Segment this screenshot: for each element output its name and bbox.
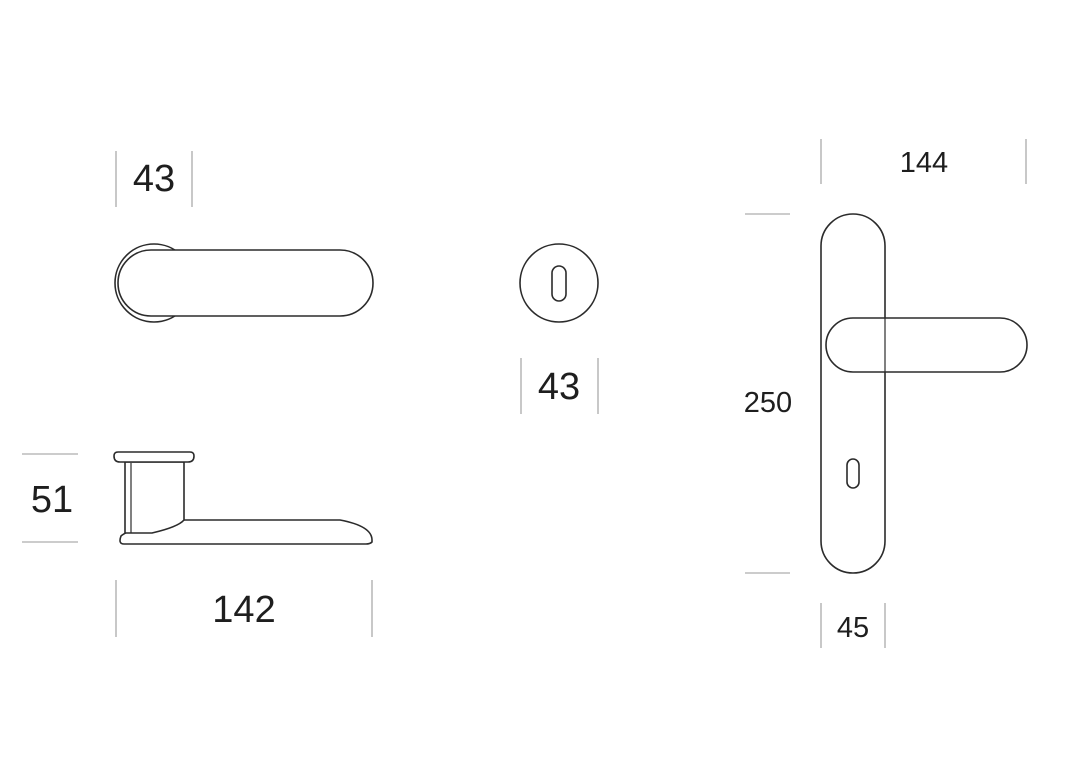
escutcheon-diameter-dimension: 43	[538, 366, 580, 408]
projection-dimension: 144	[900, 147, 948, 179]
keyhole-icon	[551, 265, 567, 302]
backplate-keyhole-icon	[846, 458, 860, 489]
lever-grip-front	[825, 317, 1028, 373]
backplate	[820, 213, 886, 574]
lever-length-dimension: 142	[212, 589, 275, 631]
lever-side-view: 51 142	[22, 451, 373, 637]
key-escutcheon: 43	[519, 243, 599, 414]
lever-grip-top	[117, 249, 374, 317]
plate-height-dimension: 250	[744, 387, 792, 419]
backplate-view: 144 250 45	[744, 139, 1028, 648]
lever-neck-side	[124, 461, 185, 534]
lever-rose-flange	[113, 451, 195, 463]
lever-height-dimension: 51	[31, 479, 73, 521]
plate-width-dimension: 45	[837, 612, 869, 644]
rose-width-dimension: 43	[133, 158, 175, 200]
lever-top-view: 43	[114, 151, 374, 323]
